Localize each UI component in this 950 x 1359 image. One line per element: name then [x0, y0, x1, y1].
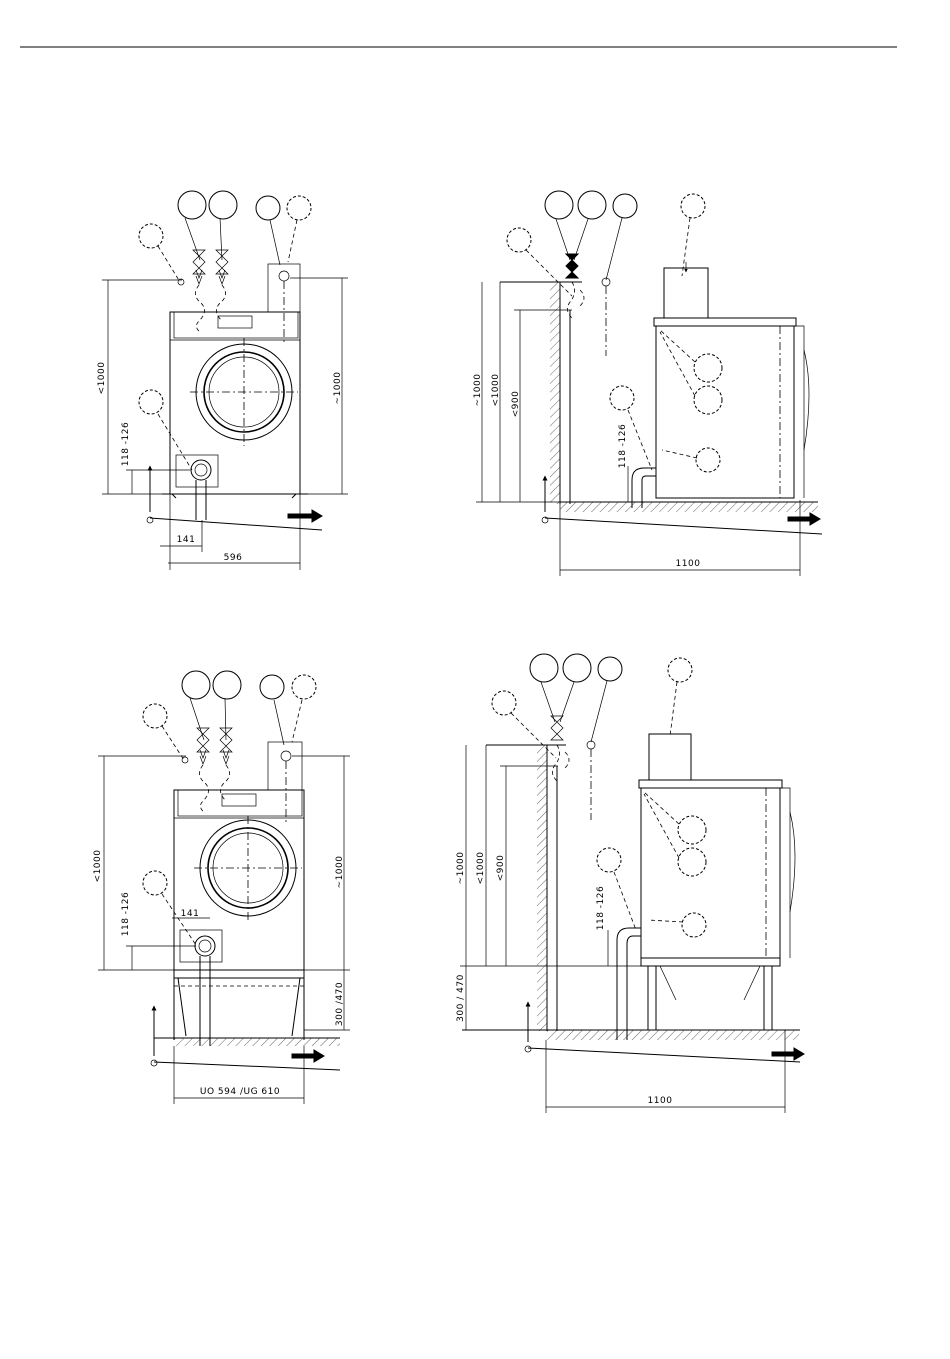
dim-depth: 1100	[676, 559, 701, 569]
callout-bubble	[507, 228, 531, 252]
callout-bubble	[209, 191, 237, 219]
callout-bubble	[143, 871, 167, 895]
callout-bubble	[492, 691, 516, 715]
dim-plinth-height: 300 /470	[335, 982, 345, 1026]
front-view-floor: <1000 118 -126 ~1000 141 596	[97, 191, 348, 570]
callout-bubble	[139, 390, 163, 414]
dim-drain-height: 118 -126	[596, 886, 606, 930]
callout-bubble	[545, 191, 573, 219]
callout-bubble	[213, 671, 241, 699]
dim-height-c: <900	[496, 855, 506, 882]
callout-bubble	[143, 704, 167, 728]
side-view-floor: ~1000 <1000 <900 118 -126 1100	[473, 191, 822, 576]
side-view-plinth: ~1000 <1000 <900 118 -126 300 / 470 1100	[456, 654, 804, 1113]
callout-bubble	[287, 196, 311, 220]
front-view-plinth: <1000 118 -126 141 ~1000 300 /470 UO 594…	[93, 671, 350, 1104]
callout-bubble	[678, 816, 706, 844]
dim-drain-height: 118 -126	[121, 422, 131, 466]
callout-bubble	[292, 675, 316, 699]
callout-bubble	[668, 658, 692, 682]
callout-bubble	[530, 654, 558, 682]
dim-width: 596	[224, 553, 243, 563]
callout-bubble	[598, 657, 622, 681]
machine-side	[639, 780, 782, 788]
dim-height-c: <900	[511, 391, 521, 418]
wall	[550, 282, 560, 504]
dim-plinth-height: 300 / 470	[456, 974, 466, 1022]
callout-bubble	[182, 671, 210, 699]
flow-arrow	[788, 513, 820, 525]
callout-bubble	[578, 191, 606, 219]
callout-bubble	[597, 848, 621, 872]
machine-body	[174, 790, 304, 970]
plinth	[641, 958, 780, 966]
flow-arrow	[292, 1050, 324, 1062]
callout-bubble	[256, 196, 280, 220]
callout-bubble	[563, 654, 591, 682]
callout-bubble	[696, 448, 720, 472]
dim-drain-height: 118 -126	[618, 424, 628, 468]
flow-arrow	[772, 1048, 804, 1060]
plinth	[174, 970, 304, 978]
dim-drain-height: 118 -126	[121, 892, 131, 936]
dim-height-left: <1000	[97, 362, 107, 395]
callout-bubble	[610, 386, 634, 410]
callout-bubble	[694, 386, 722, 414]
dim-drain-offset: 141	[181, 909, 200, 919]
callout-bubble	[678, 848, 706, 876]
callout-bubble	[139, 224, 163, 248]
dim-height-a: ~1000	[473, 374, 483, 407]
machine-body	[170, 312, 300, 494]
callout-bubble	[694, 354, 722, 382]
callout-bubble	[682, 913, 706, 937]
dim-height-right: ~1000	[335, 856, 345, 889]
dim-height-left: <1000	[93, 850, 103, 883]
dim-depth: 1100	[648, 1096, 673, 1106]
dim-height-b: <1000	[476, 852, 486, 885]
machine-side	[654, 318, 796, 326]
dim-height-right: ~1000	[333, 372, 343, 405]
callout-bubble	[613, 194, 637, 218]
dim-height-a: ~1000	[456, 852, 466, 885]
callout-bubble	[681, 194, 705, 218]
callout-bubble	[260, 675, 284, 699]
wall	[537, 745, 547, 1031]
callout-bubble	[178, 191, 206, 219]
dim-drain-offset: 141	[177, 535, 196, 545]
dim-height-b: <1000	[491, 374, 501, 407]
dim-width: UO 594 /UG 610	[200, 1087, 280, 1097]
flow-arrow	[288, 510, 322, 522]
